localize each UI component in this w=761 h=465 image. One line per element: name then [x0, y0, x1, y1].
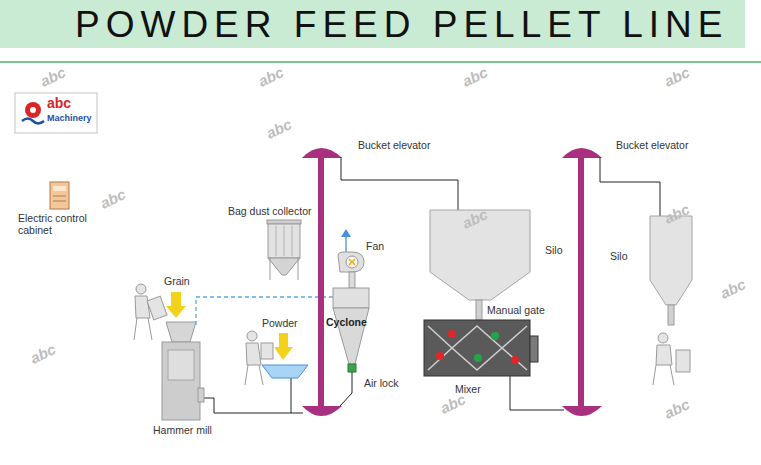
hammer-mill [162, 322, 204, 420]
part-label: Cyclone [326, 316, 367, 328]
watermark: abc [718, 275, 749, 302]
feed-arrow [166, 292, 186, 318]
part-label: Grain [164, 275, 190, 287]
worker-figure [653, 333, 690, 385]
part-label: Fan [366, 240, 384, 252]
feed-hopper [262, 365, 308, 378]
part-label: Bucket elevator [358, 139, 430, 151]
part-label: Air lock [364, 377, 398, 389]
part-label: Bucket elevator [616, 139, 688, 151]
part-label: Manual gate [487, 304, 545, 316]
part-label: Powder [262, 317, 298, 329]
mixer [424, 320, 538, 376]
fan [338, 229, 364, 288]
part-label: Electric control cabinet [18, 212, 102, 236]
watermark: abc [98, 185, 129, 212]
bag-dust-collector [267, 220, 301, 280]
silo [650, 216, 692, 325]
part-label: Bag dust collector [228, 205, 311, 217]
logo-frame [15, 93, 97, 133]
worker-figure [245, 331, 308, 385]
pipe [199, 157, 660, 413]
part-label: Hammer mill [153, 424, 212, 436]
logo-text: abc [47, 95, 71, 111]
bucket-elevator [302, 148, 342, 416]
feed-arrow [274, 333, 293, 360]
logo-gear [25, 102, 41, 118]
title-rule [0, 61, 761, 63]
silo [430, 210, 530, 320]
control-cabinet [50, 182, 69, 209]
watermark: abc [662, 395, 693, 422]
part-label: Silo [610, 250, 628, 262]
cyclone [333, 288, 369, 372]
watermark: abc [28, 340, 59, 367]
logo-text: Machinery [47, 113, 92, 123]
watermark: abc [38, 63, 69, 90]
watermark: abc [662, 63, 693, 90]
watermark: abc [256, 63, 287, 90]
bucket-elevator [562, 148, 602, 416]
page-title: POWDER FEED PELLET LINE [75, 3, 728, 47]
part-label: Silo [545, 244, 563, 256]
watermark: abc [264, 115, 295, 142]
watermark: abc [460, 63, 491, 90]
title-band [0, 0, 745, 48]
worker-figure [134, 284, 186, 340]
